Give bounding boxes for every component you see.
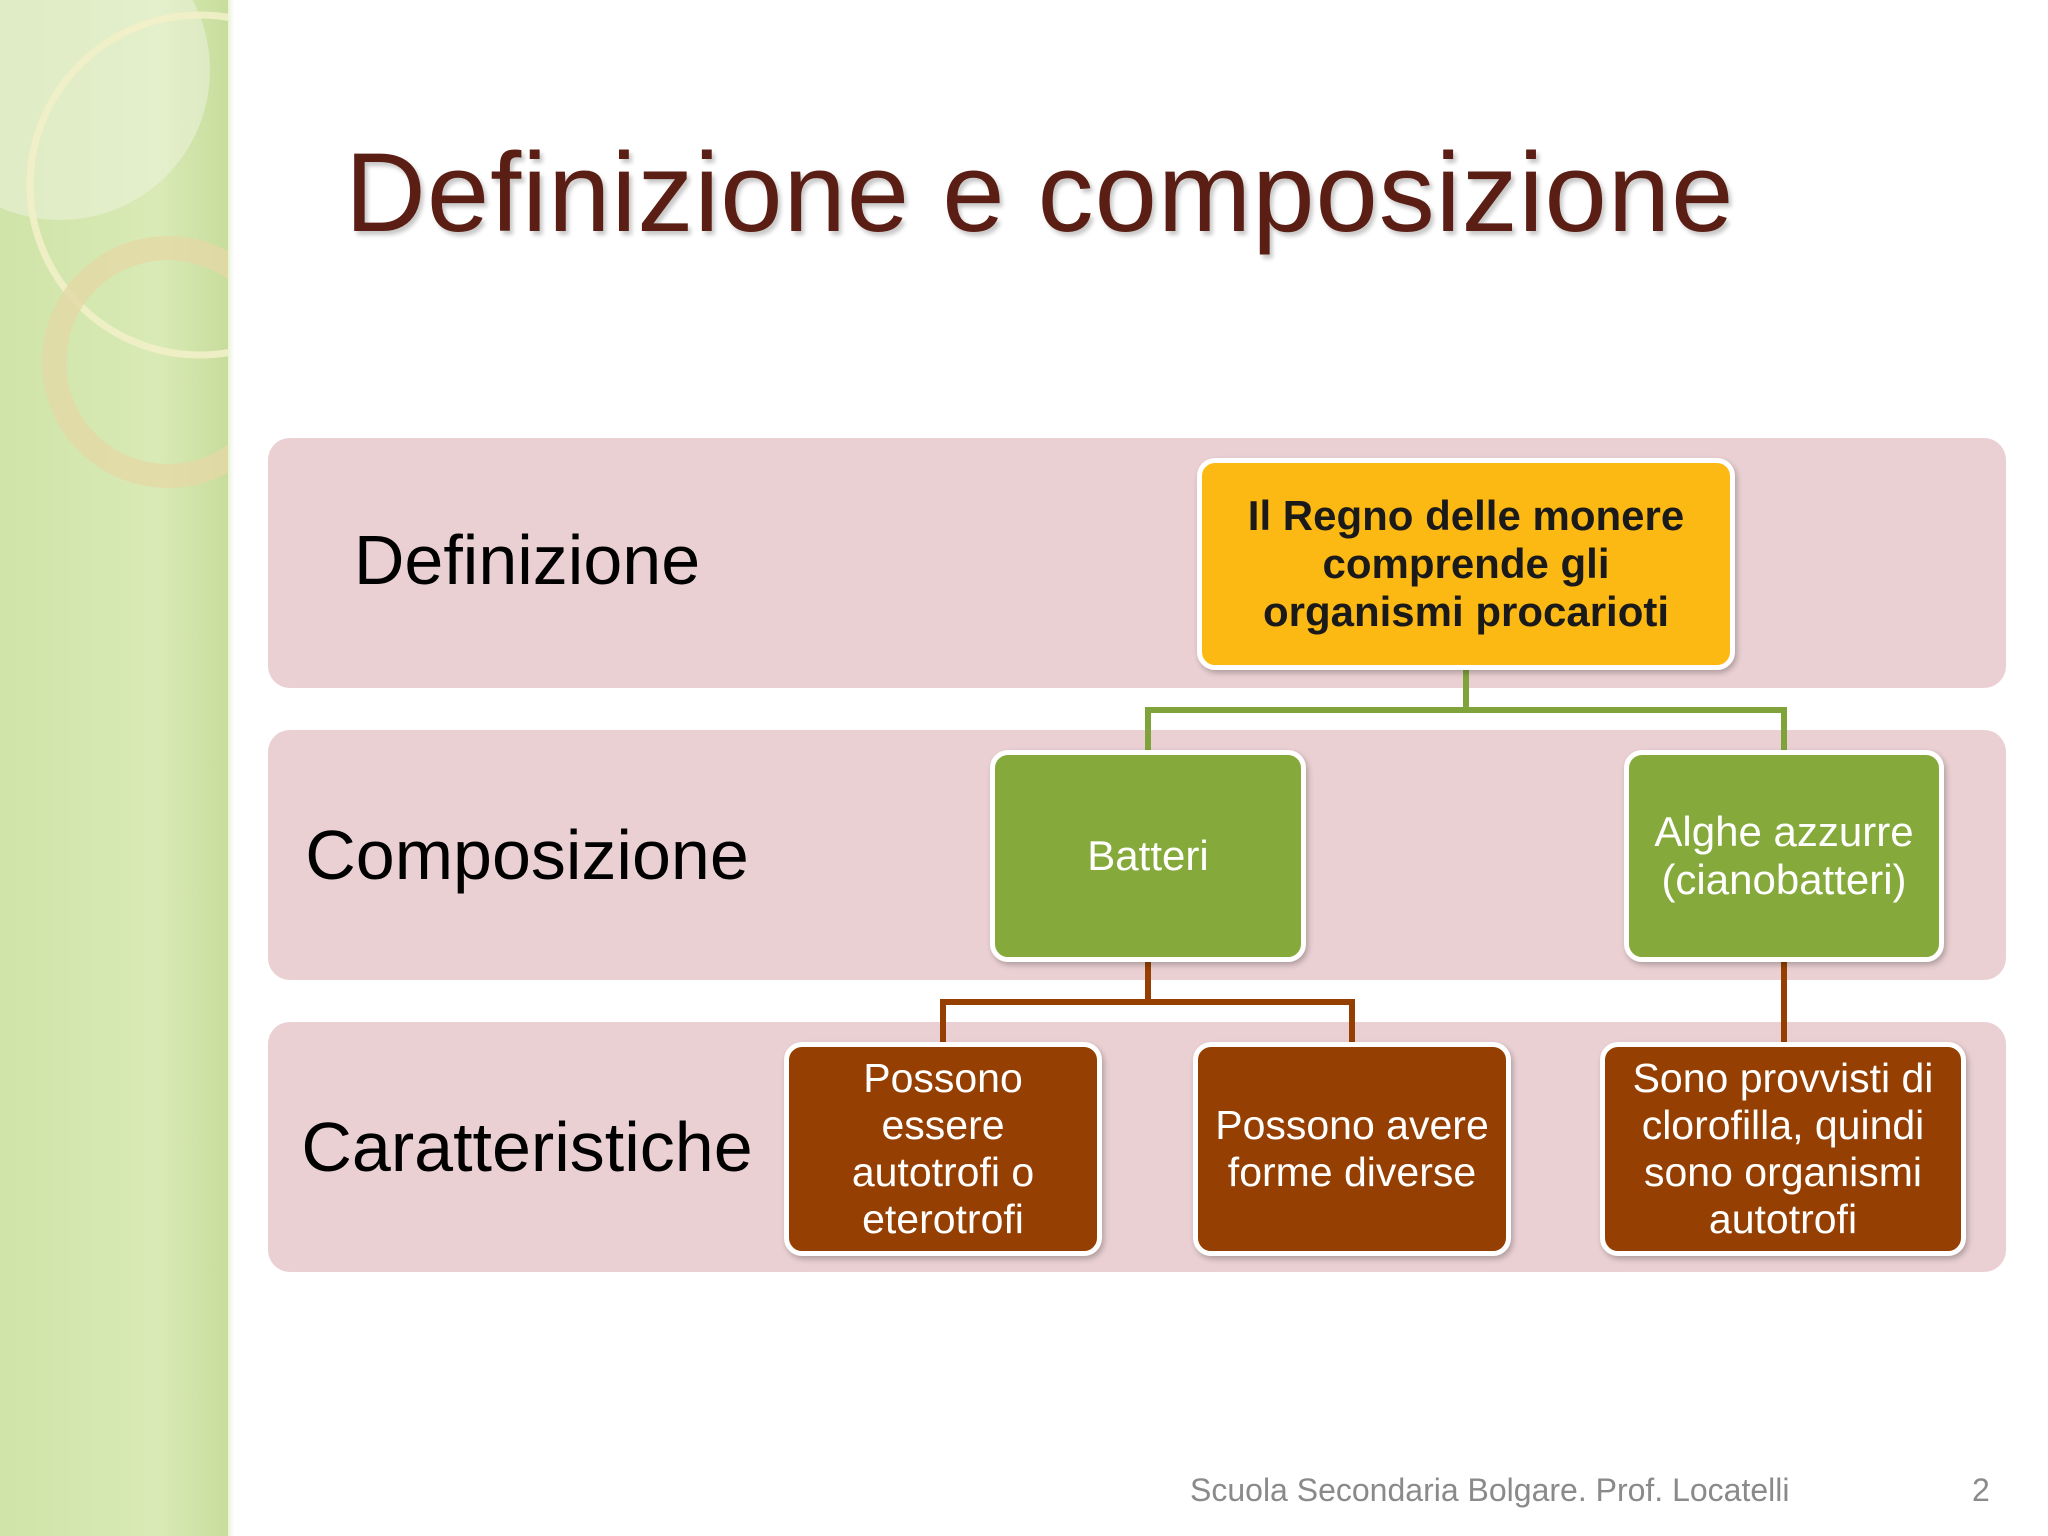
node-clorofilla-autotrofi: Sono provvisti di clorofilla, quindi son… xyxy=(1600,1042,1966,1256)
connector-root-batteri xyxy=(1145,668,1469,752)
decorative-sidebar xyxy=(0,0,228,1536)
decorative-rings xyxy=(0,0,228,488)
node-regno-monere-text: Il Regno delle monere comprende gli orga… xyxy=(1247,492,1685,635)
node-batteri: Batteri xyxy=(990,750,1306,962)
node-regno-monere: Il Regno delle monere comprende gli orga… xyxy=(1197,458,1735,670)
row-label-composizione: Composizione xyxy=(305,816,749,894)
connector-root-alghe xyxy=(1466,707,1787,752)
decorative-ring-small xyxy=(42,236,228,488)
page-number: 2 xyxy=(1972,1472,1990,1508)
node-forme-diverse: Possono avere forme diverse xyxy=(1193,1042,1511,1256)
node-alghe-azzurre-text: Alghe azzurre (cianobatteri) xyxy=(1654,808,1914,903)
node-autotrofi-eterotrofi-text: Possono essere autotrofi o eterotrofi xyxy=(851,1055,1035,1242)
node-autotrofi-eterotrofi: Possono essere autotrofi o eterotrofi xyxy=(784,1042,1102,1256)
slide-title: Definizione e composizione xyxy=(345,130,1735,255)
row-label-definizione: Definizione xyxy=(353,521,701,599)
node-batteri-text: Batteri xyxy=(1087,832,1209,879)
footer-text: Scuola Secondaria Bolgare. Prof. Locatel… xyxy=(1190,1472,1790,1508)
connector-batteri-char1 xyxy=(940,962,1151,1044)
decorative-disc xyxy=(0,0,210,220)
node-forme-diverse-text: Possono avere forme diverse xyxy=(1215,1102,1489,1195)
node-clorofilla-autotrofi-text: Sono provvisti di clorofilla, quindi son… xyxy=(1632,1055,1934,1242)
decorative-ring-large xyxy=(26,11,228,359)
node-alghe-azzurre: Alghe azzurre (cianobatteri) xyxy=(1624,750,1944,962)
connector-batteri-char2 xyxy=(1148,999,1355,1044)
sidebar-edge xyxy=(228,0,234,1536)
row-label-caratteristiche: Caratteristiche xyxy=(301,1108,753,1186)
